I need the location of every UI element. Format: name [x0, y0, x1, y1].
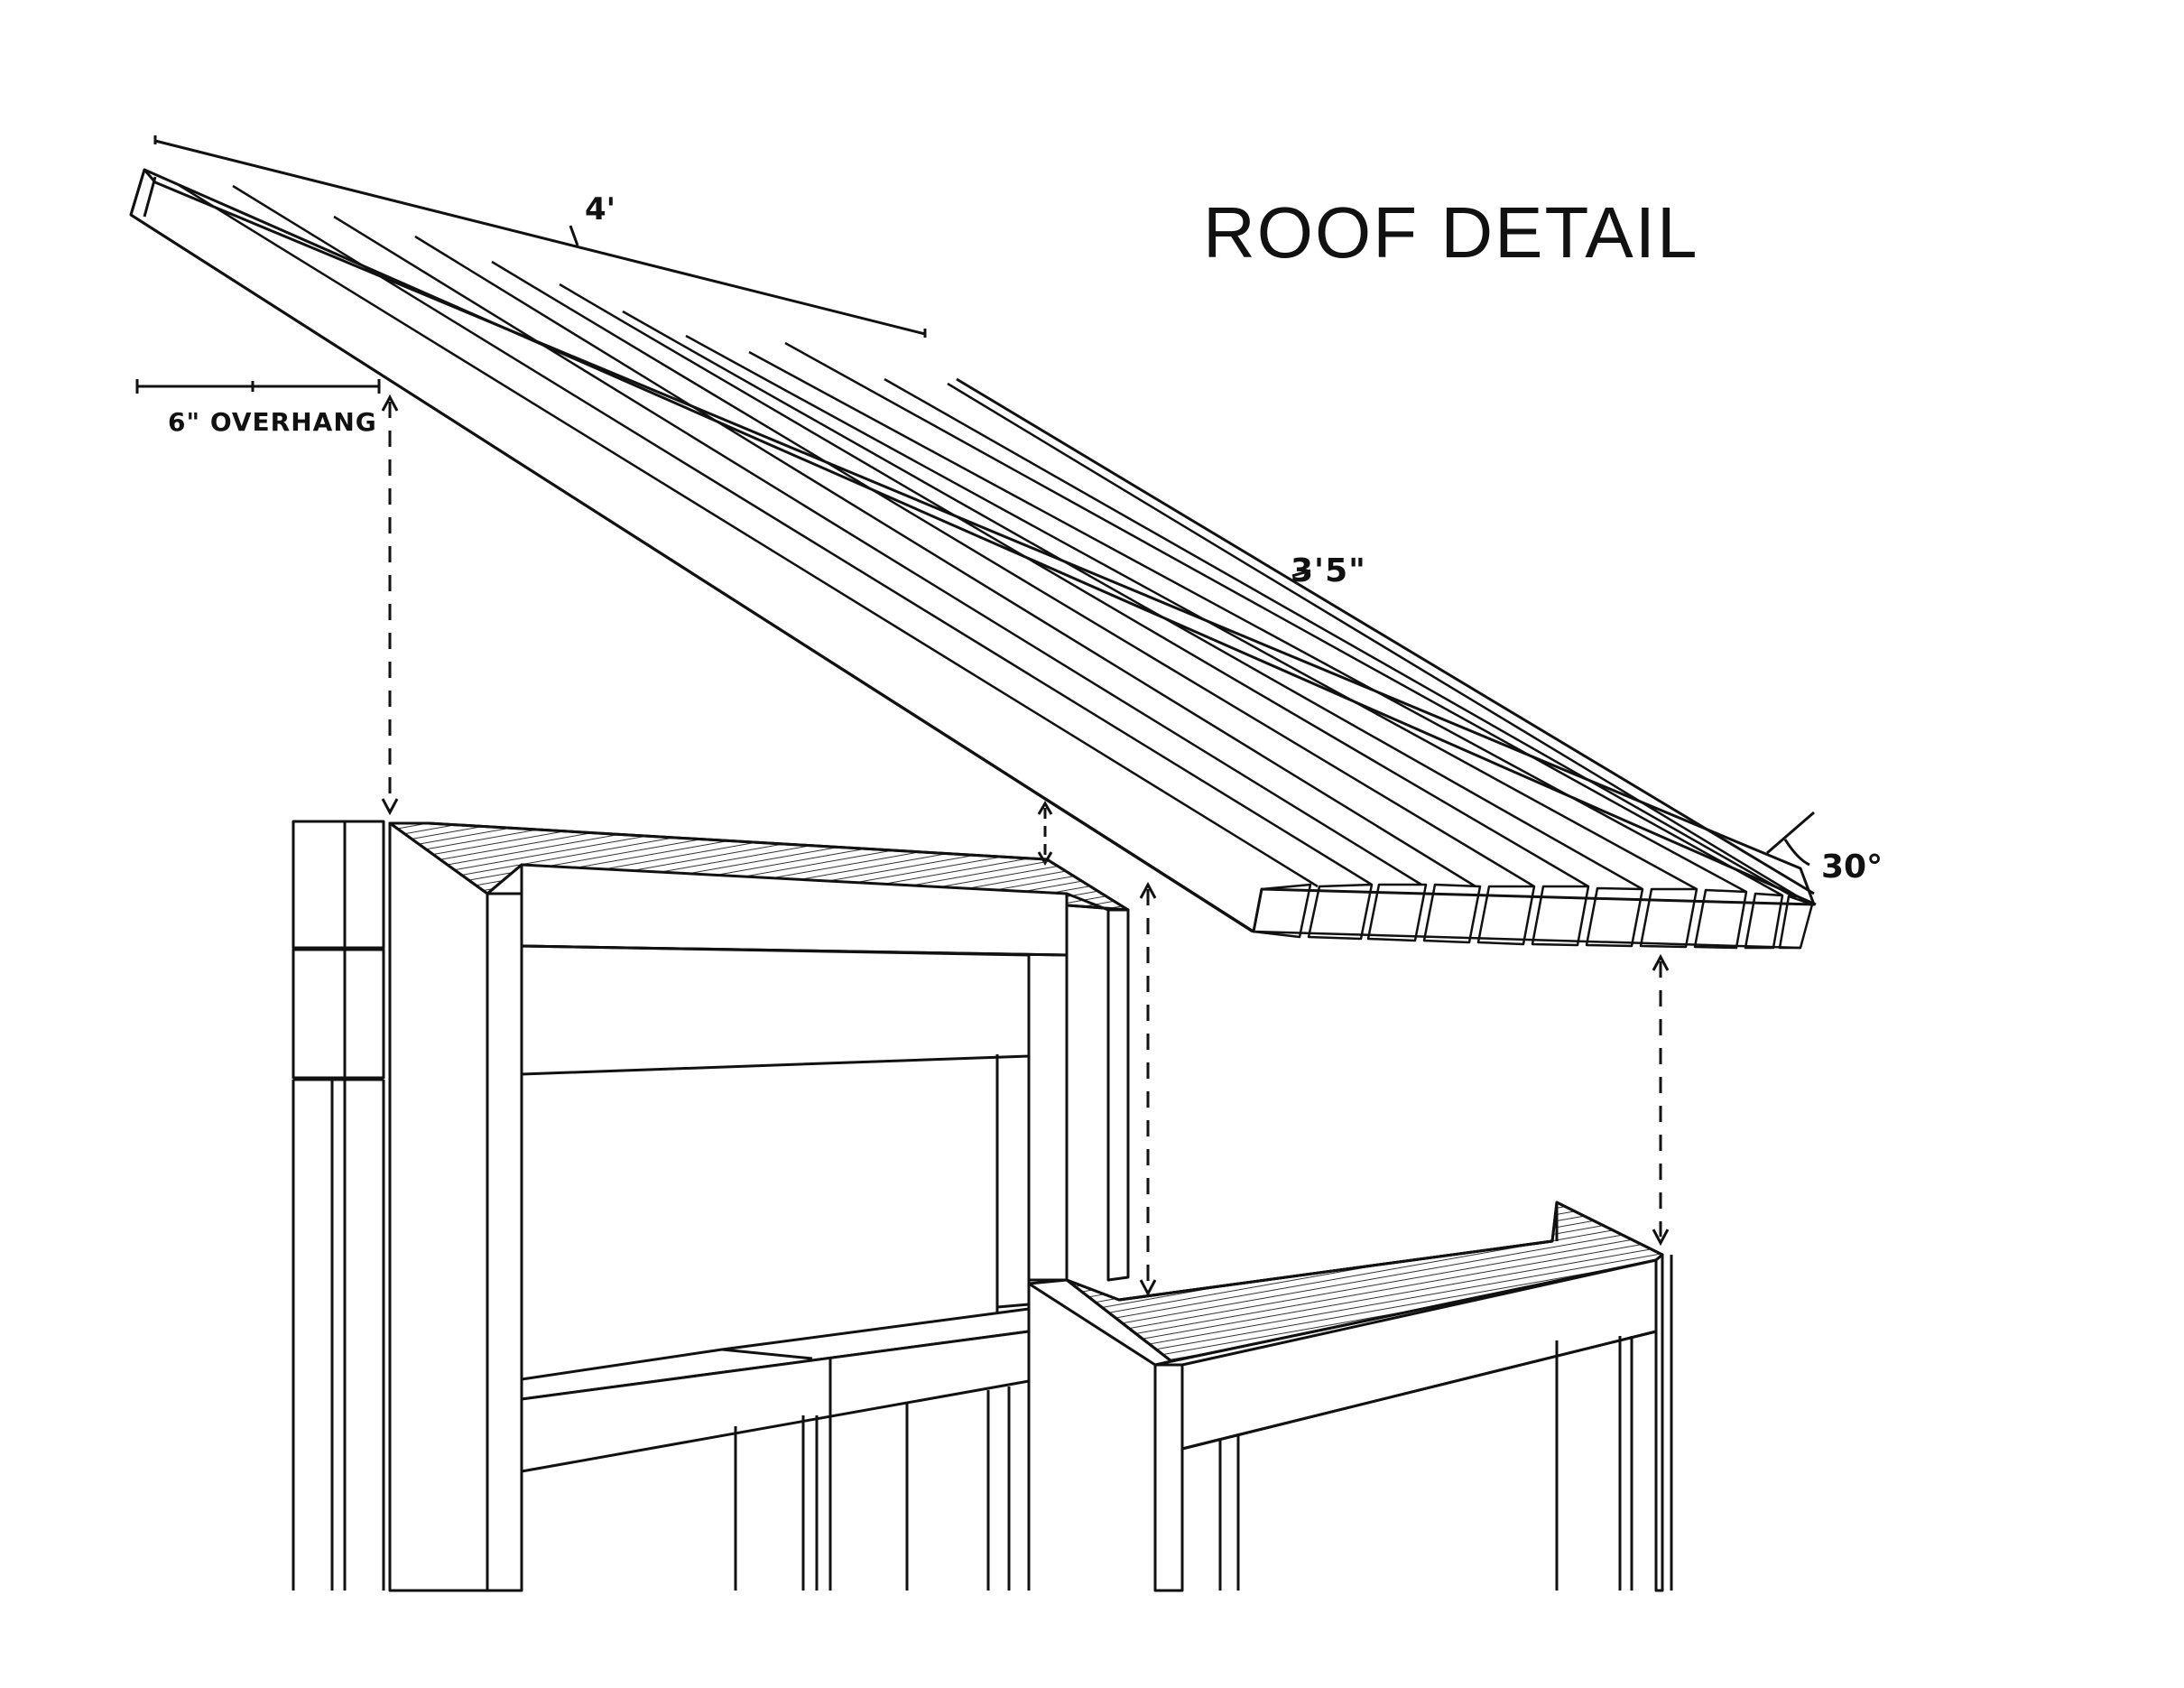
low-wall-left-post [1155, 1365, 1182, 1591]
header-beam [522, 865, 1067, 1074]
tall-wall-right-post [1029, 894, 1128, 1591]
arrow-mid [1141, 885, 1155, 1294]
window-sill [522, 1309, 1029, 1591]
window-opening [997, 1054, 1029, 1320]
roof-board-ends [1254, 885, 1812, 948]
corner-post [390, 823, 522, 1591]
tall-wall-frame [292, 820, 1128, 1591]
overhang-dimension-label: 6" OVERHANG [168, 407, 377, 437]
roof-board-seams [179, 185, 1805, 901]
arrow-right [1653, 957, 1668, 1243]
drawing-title: ROOF DETAIL [1203, 192, 1699, 273]
dimension-line-width [155, 135, 925, 338]
roof-panel [131, 135, 1816, 948]
low-wall-frame [1029, 1202, 1671, 1591]
overhang-dimension [137, 379, 379, 394]
low-wall-right-post [1656, 1255, 1662, 1591]
slope-length-dimension-label: 3'5" [1291, 552, 1366, 589]
width-dimension-label: 4' [585, 191, 616, 227]
arrow-left [383, 397, 397, 812]
angle-dimension-label: 30° [1821, 849, 1883, 886]
arrow-mid-top [1039, 803, 1051, 863]
dimension-line-slope [957, 379, 1814, 894]
angle-mark [1767, 812, 1814, 865]
far-left-post [292, 820, 385, 1591]
studs-below-sill [736, 1387, 1009, 1591]
